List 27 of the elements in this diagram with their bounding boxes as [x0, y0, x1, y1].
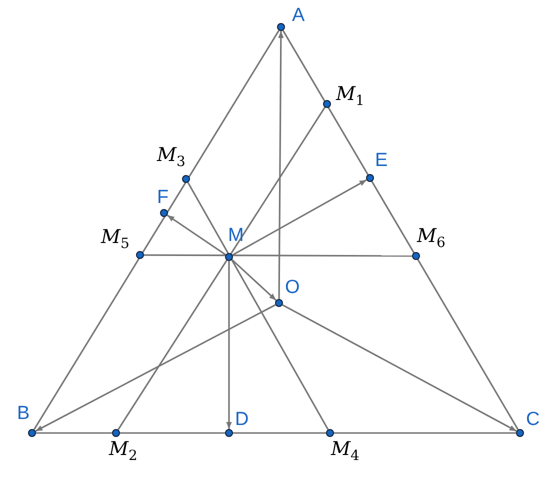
- line-segment: [282, 30, 519, 430]
- point-label: F: [157, 188, 169, 207]
- line-segment: [144, 254, 412, 257]
- line-segment: [36, 432, 516, 434]
- point-label: A: [292, 6, 305, 25]
- point-label: M$_{1}$: [336, 85, 364, 108]
- point-label: M$_{3}$: [157, 146, 186, 169]
- vector-arrow: [166, 214, 226, 256]
- point-label: B: [17, 404, 30, 423]
- point-label: D: [235, 410, 249, 429]
- line-segment: [33, 30, 280, 430]
- point-label: M$_{5}$: [101, 228, 130, 251]
- point-label: M$_{6}$: [417, 227, 446, 250]
- point-label: E: [375, 151, 388, 170]
- point-label: M$_{2}$: [109, 440, 138, 463]
- point-label: C: [526, 410, 540, 429]
- vector-arrow: [278, 31, 284, 299]
- line-segment: [117, 106, 326, 430]
- vector-arrow: [226, 261, 232, 429]
- vector-arrow: [232, 179, 367, 256]
- point-label: M: [228, 226, 244, 245]
- vector-arrow: [35, 304, 276, 432]
- line-segment: [187, 182, 329, 430]
- vector-arrow: [282, 304, 517, 432]
- point-label: O: [285, 278, 300, 297]
- point-label: M$_{4}$: [331, 440, 360, 463]
- vector-arrow: [231, 259, 277, 301]
